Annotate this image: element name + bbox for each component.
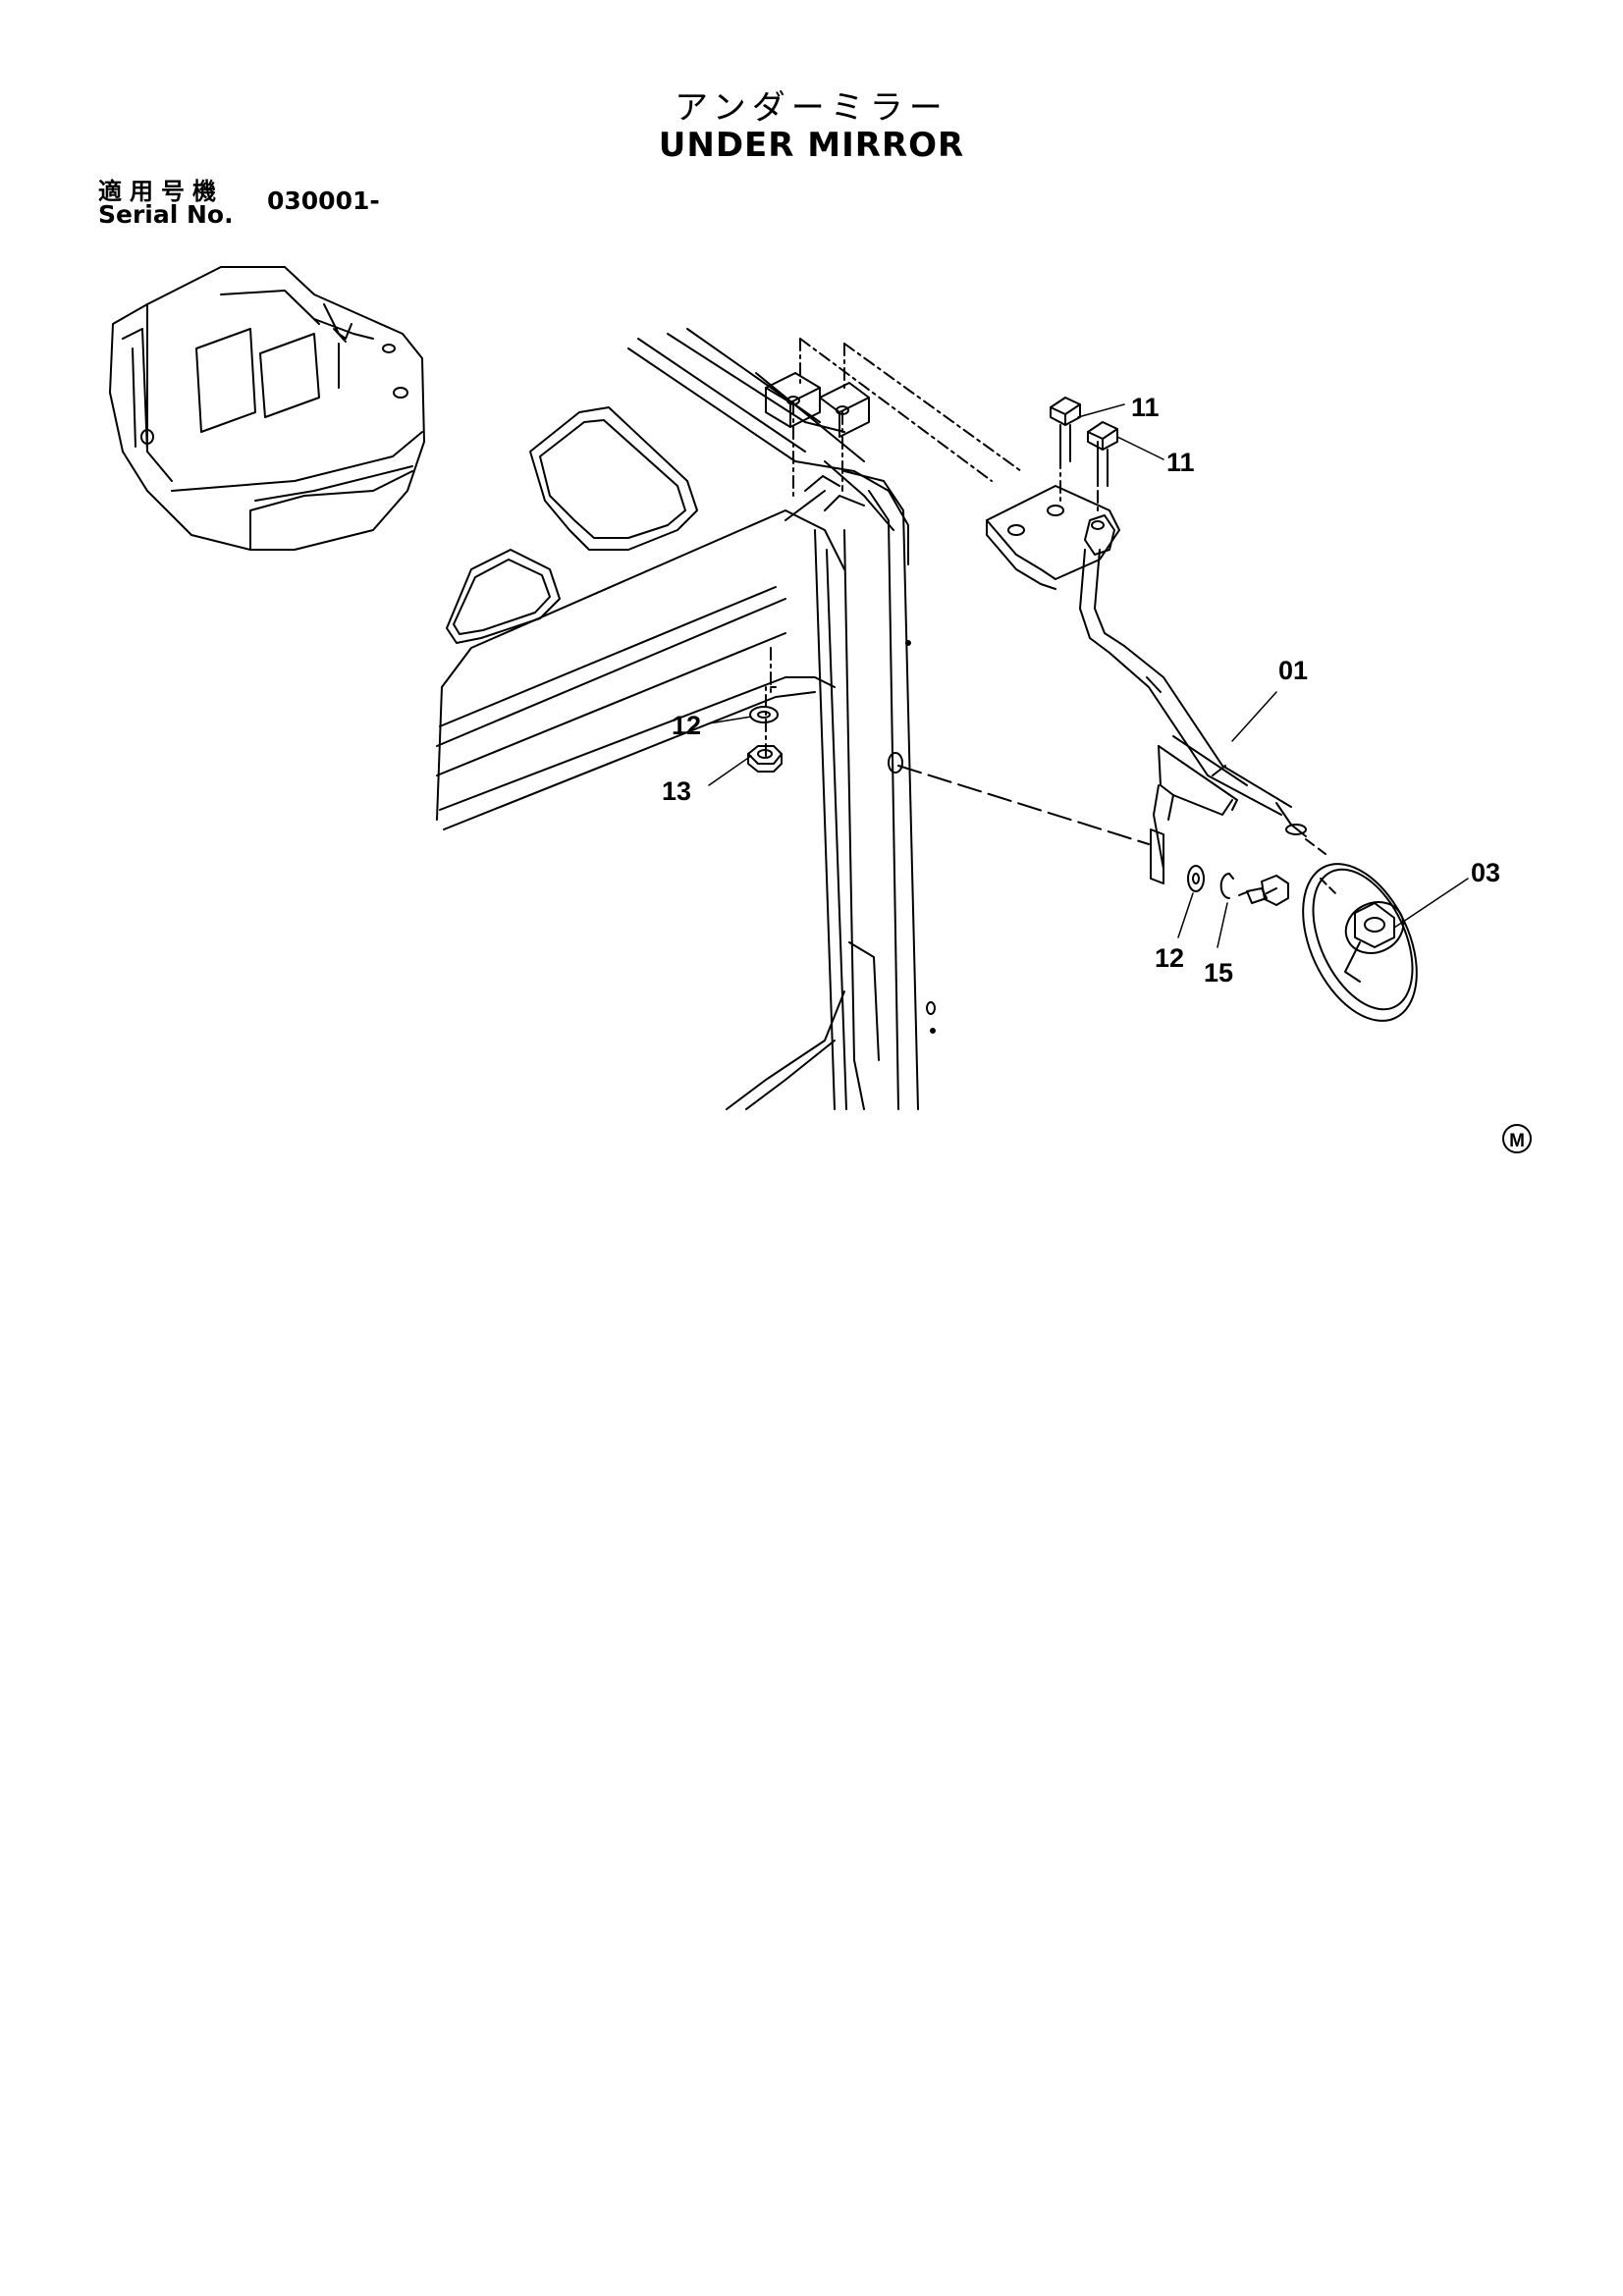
serial-number: 030001- [267,187,380,215]
circled-m-mark: M [1502,1124,1532,1153]
callout-03: 03 [1471,858,1500,887]
callout-15: 15 [1204,958,1233,988]
nut-13 [747,745,783,773]
lock-washer-15 [1219,873,1234,899]
page-title-japanese: アンダーミラー [675,88,948,128]
under-mirror [1302,863,1418,1022]
callout-13: 13 [662,776,691,806]
roof-bracket [765,338,1022,757]
washer-12-left [749,706,779,723]
serial-label: Serial No. [98,200,234,229]
callout-11-a: 11 [1131,393,1160,422]
mirror-bolt [1238,875,1289,906]
page-title: UNDER MIRROR [658,126,965,165]
callout-01: 01 [1278,656,1308,685]
cab-roof-frame [436,328,936,1110]
mark-letter: M [1509,1131,1525,1151]
mirror-stay-rod [1079,514,1326,884]
excavator-thumbnail [109,266,425,551]
bolt-11-a [1050,397,1081,462]
serial-label-japanese: 適用号機 [98,178,224,205]
callout-12-right: 12 [1155,943,1184,973]
washer-12-right [1187,865,1205,892]
callout-11-b: 11 [1166,448,1195,477]
leader-lines [708,403,1469,948]
callout-12-left: 12 [672,711,701,740]
bolt-11-b [1087,421,1118,487]
